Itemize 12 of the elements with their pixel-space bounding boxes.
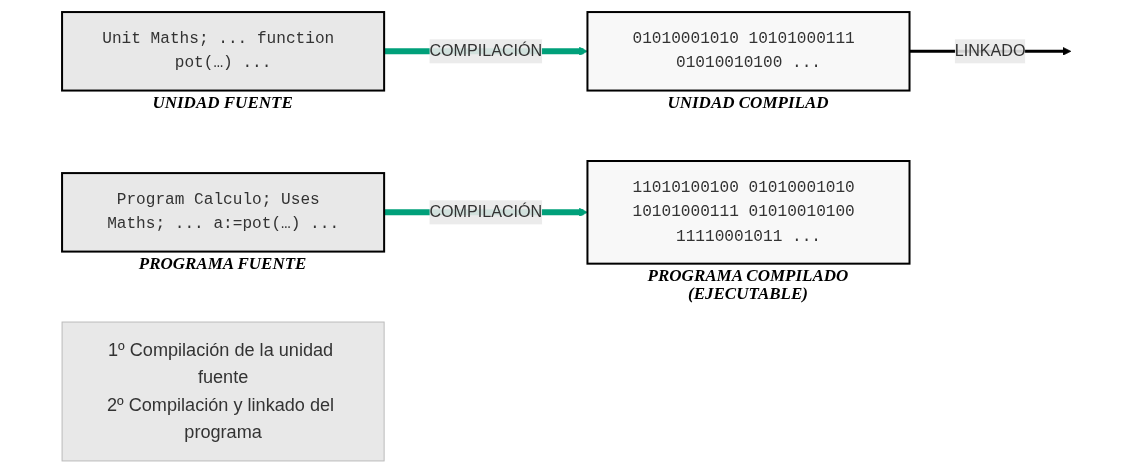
edge-label: COMPILACIÓN xyxy=(428,203,542,221)
node-box xyxy=(60,11,385,92)
node-box xyxy=(60,172,385,253)
caption-text: PROGRAMA COMPILADO (EJECUTABLE) xyxy=(646,266,850,305)
node-box xyxy=(585,11,911,92)
edge-label: LINKADO xyxy=(954,42,1026,60)
edge-label: COMPILACIÓN xyxy=(428,42,542,60)
caption-text: UNIDAD COMPILAD xyxy=(666,93,830,113)
node-box xyxy=(61,321,385,462)
caption-text: PROGRAMA FUENTE xyxy=(137,254,308,274)
node-box xyxy=(585,160,911,265)
caption-text: UNIDAD FUENTE xyxy=(151,93,294,113)
